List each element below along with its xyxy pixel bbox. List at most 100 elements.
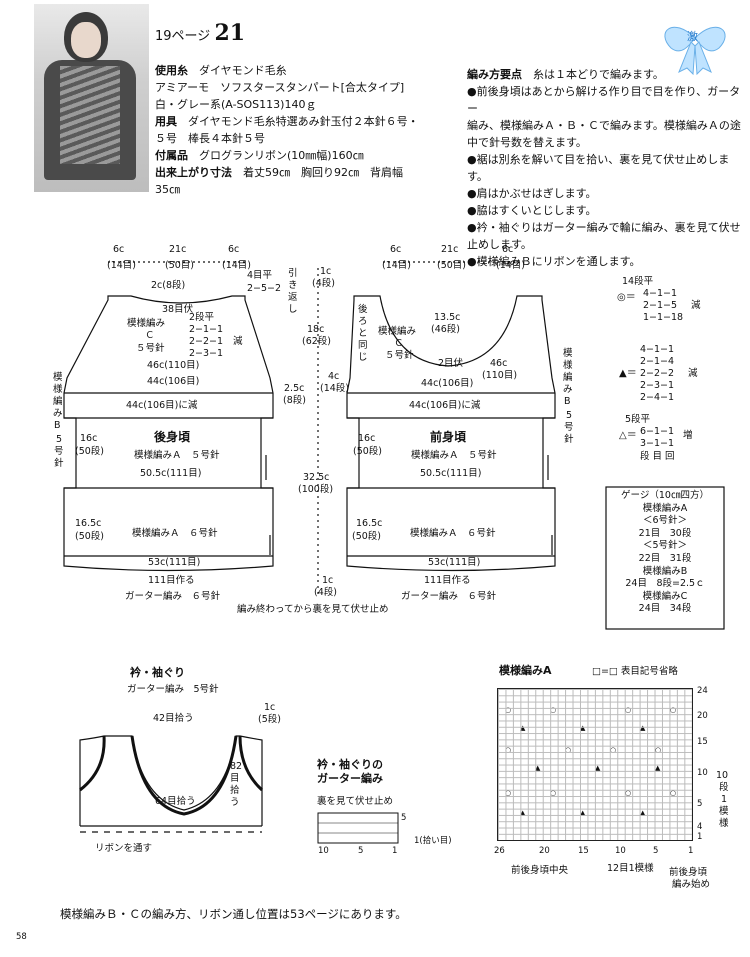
pa-y15: 15 <box>697 737 708 747</box>
back-dec-head: 2段平 <box>189 312 215 323</box>
front-pattern-a5: 模様編みＡ ５号針 <box>411 450 497 461</box>
back-needle5: ５号針 <box>136 343 165 354</box>
front-cast: 111目作る <box>424 575 471 586</box>
garter-r1: 1(拾い目) <box>414 836 452 846</box>
back-sts-left: (14目) <box>107 260 137 271</box>
garter-x1: 1 <box>392 846 398 856</box>
back-h165r: (50段) <box>75 531 105 542</box>
gauge-box: ゲージ（10㎝四方） 模様編みA＜6号針＞21目 30段 ＜5号針＞22目 31… <box>621 490 709 615</box>
front-pattern-c2: Ｃ <box>394 338 404 349</box>
back-h165: 16.5c <box>75 518 102 529</box>
front-side-n2: 号 <box>564 422 574 433</box>
front-w46: 46c <box>490 358 508 369</box>
front-side-n3: 針 <box>564 434 574 445</box>
mid-m2: 18c <box>307 324 325 335</box>
back-title: 後身頃 <box>154 430 191 444</box>
mid-m1: 1c <box>320 266 332 277</box>
front-side1: 模 <box>563 348 573 359</box>
back-dim-right: 6c <box>228 244 240 255</box>
collar-pick82c: 拾 <box>230 785 240 796</box>
front-garter: ガーター編み ６号針 <box>401 591 497 602</box>
front-w44: 44c(106目) <box>421 378 474 389</box>
garter-note: 裏を見て伏せ止め <box>317 796 394 807</box>
back-garter: ガーター編み ６号針 <box>125 591 221 602</box>
front-dim-center: 21c <box>441 244 459 255</box>
back-pattern-c2: Ｃ <box>145 330 155 341</box>
pa-rep5: 様 <box>719 818 729 829</box>
legend-c2: 3−1−1 <box>640 438 675 449</box>
front-h165: 16.5c <box>356 518 383 529</box>
pa-rep4: 模 <box>719 806 729 817</box>
legend-a1: 4−1−1 <box>643 288 678 299</box>
back-side3: 編 <box>53 396 63 407</box>
pa-start2: 編み始め <box>672 879 711 890</box>
page-number: 58 <box>16 932 27 942</box>
mid-m5: 32.5c <box>303 472 330 483</box>
back-h16r: (50段) <box>75 446 105 457</box>
front-side4: み <box>563 384 573 395</box>
back-neck-sts: 38目伏 <box>162 304 194 315</box>
front-same3: と <box>358 328 368 339</box>
back-note1: 引 <box>288 268 298 279</box>
back-side-n3: 針 <box>54 458 64 469</box>
legend-b1: 4−1−1 <box>640 344 675 355</box>
pa-start1: 前後身頃 <box>669 867 708 878</box>
pa-repeat-x: 12目1模様 <box>607 863 654 874</box>
legend-b3: 2−2−2 <box>640 368 675 379</box>
triangle-filled-icon: ▲＝ <box>619 368 637 379</box>
back-side-n2: 号 <box>54 446 64 457</box>
legend-c-word: 増 <box>683 430 693 441</box>
pa-rep2: 段 <box>719 782 729 793</box>
garter-title2: ガーター編み <box>317 772 383 785</box>
collar-title: 衿・袖ぐり <box>130 666 185 679</box>
collar-ribbon: リボンを通す <box>95 843 153 854</box>
pattern-a-legend: □=□ 表目記号省略 <box>592 666 678 677</box>
back-side4: み <box>53 408 63 419</box>
legend-a2: 2−1−5 <box>643 300 678 311</box>
front-dim-left: 6c <box>390 244 402 255</box>
front-w46s: (110目) <box>482 370 518 381</box>
legend-c1: 6−1−1 <box>640 426 675 437</box>
garter-x5: 5 <box>358 846 364 856</box>
front-same5: じ <box>358 352 368 363</box>
front-bind-off: 編み終わってから裏を見て伏せ止め <box>237 604 389 615</box>
pattern-number: 21 <box>214 20 246 46</box>
back-h16: 16c <box>80 433 98 444</box>
back-pattern-a5: 模様編みＡ ５号針 <box>134 450 220 461</box>
pa-rep1: 10 <box>716 770 729 781</box>
pa-y20: 20 <box>697 711 708 721</box>
back-cast: 111目作る <box>148 575 195 586</box>
front-sts-left: (14目) <box>382 260 412 271</box>
pa-y10: 10 <box>697 768 708 778</box>
collar-c1: 1c <box>264 702 276 713</box>
front-needle5: ５号針 <box>385 350 414 361</box>
mid-m2r: (62段) <box>302 336 332 347</box>
back-dec-word: 減 <box>233 336 243 347</box>
collar-pick82d: う <box>230 797 240 808</box>
back-dec1: 2−1−1 <box>189 324 224 335</box>
garter-title1: 衿・袖ぐりの <box>317 758 383 771</box>
pa-x15: 15 <box>578 846 589 856</box>
back-side-n1: 5 <box>56 434 63 445</box>
mid-m5r: (100段) <box>298 484 334 495</box>
legend-c-head: 5段平 <box>625 414 651 425</box>
front-same1: 後 <box>358 304 368 315</box>
logo-text: 激 <box>687 30 698 43</box>
pa-x26: 26 <box>494 846 505 856</box>
collar-sub: ガーター編み 5号針 <box>127 684 219 695</box>
pa-x5: 5 <box>653 846 659 856</box>
pattern-a-grid <box>497 688 693 841</box>
back-neck: 2c(8段) <box>151 280 186 291</box>
back-dim-center: 21c <box>169 244 187 255</box>
back-dec2: 2−2−1 <box>189 336 224 347</box>
front-same2: ろ <box>358 316 368 327</box>
collar-pick42: 42目拾う <box>153 713 194 724</box>
back-dec-to: 44c(106目)に減 <box>126 400 198 411</box>
pa-x1: 1 <box>688 846 694 856</box>
back-pattern-a6: 模様編みＡ ６号針 <box>132 528 218 539</box>
back-shoulder2: 2−5−2 <box>247 283 282 294</box>
pa-rep3: 1 <box>721 794 728 805</box>
collar-pick64: 64目拾う <box>155 796 196 807</box>
page-header: 19ページ 21 <box>155 20 246 46</box>
front-w505: 50.5c(111目) <box>420 468 482 479</box>
